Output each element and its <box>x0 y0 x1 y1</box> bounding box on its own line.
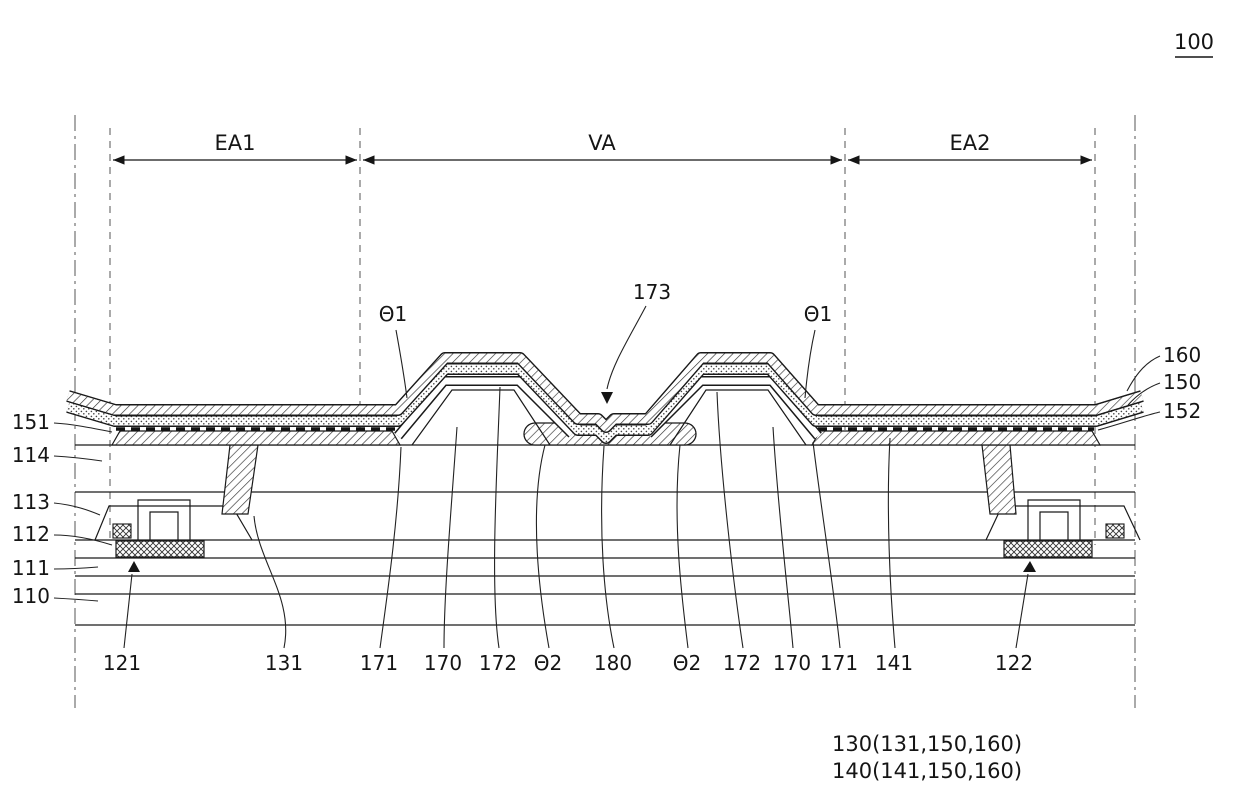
label-151: 151 <box>12 410 50 434</box>
tft-left-gate-notch <box>149 511 179 540</box>
leader-theta1-left <box>395 329 408 399</box>
label-170-left: 170 <box>424 651 462 675</box>
label-150: 150 <box>1163 370 1201 394</box>
tft-right-mesa <box>985 505 1141 541</box>
bank-core-left-170 <box>411 389 551 446</box>
bank-layer-left-fill <box>395 377 575 439</box>
leader-theta1-right <box>804 329 816 399</box>
leader-151 <box>53 422 113 433</box>
encap-150 <box>66 363 1144 444</box>
contact-131 <box>221 444 259 515</box>
leader-131 <box>253 515 287 649</box>
legend-line-1: 130(131,150,160) <box>832 732 1022 756</box>
arrowhead-122 <box>1023 561 1036 572</box>
pad-121 <box>115 540 205 558</box>
label-114: 114 <box>12 443 50 467</box>
label-theta2-right: Θ2 <box>673 651 701 675</box>
label-110: 110 <box>12 584 50 608</box>
tft-right-gate-notch <box>1039 511 1069 540</box>
leader-theta2-right <box>676 444 689 649</box>
leader-170-right <box>772 426 794 649</box>
tft-left-mesa <box>94 505 253 541</box>
bank-layer-left-172 <box>394 376 576 440</box>
leader-121 <box>123 573 133 649</box>
label-171-right: 171 <box>820 651 858 675</box>
electrode-151 <box>110 427 402 446</box>
contact-141 <box>981 444 1017 515</box>
label-171-left: 171 <box>360 651 398 675</box>
leader-theta2-left <box>535 444 550 649</box>
region-label-va: VA <box>588 131 616 155</box>
contact-141-body <box>981 444 1017 515</box>
label-141: 141 <box>875 651 913 675</box>
label-112: 112 <box>12 522 50 546</box>
label-111: 111 <box>12 556 50 580</box>
tft-left-gate-box <box>137 499 191 540</box>
leader-172-right <box>716 391 744 649</box>
contact-131-body <box>221 444 259 515</box>
legend-line-2: 140(141,150,160) <box>832 759 1022 783</box>
leader-150 <box>1127 382 1161 406</box>
label-theta1-right: Θ1 <box>804 302 832 326</box>
label-170-right: 170 <box>773 651 811 675</box>
encap-160-hatch <box>66 353 1144 432</box>
tft-left-via-plug <box>112 523 132 539</box>
leader-114 <box>53 455 103 462</box>
layer-stack-lines <box>75 444 1135 626</box>
label-152: 152 <box>1163 399 1201 423</box>
region-label-ea2: EA2 <box>950 131 991 155</box>
leader-173 <box>606 305 647 390</box>
label-172-right: 172 <box>723 651 761 675</box>
dimension-arrows: EA1 VA EA2 <box>113 131 1092 165</box>
leader-113 <box>53 502 101 516</box>
electrode-152 <box>810 427 1102 446</box>
label-173: 173 <box>633 280 671 304</box>
label-113: 113 <box>12 490 50 514</box>
leader-112 <box>53 534 113 546</box>
bank-core-right-170 <box>669 389 807 446</box>
figure-number: 100 <box>1174 30 1214 58</box>
leader-lines <box>53 305 1161 649</box>
label-theta1-left: Θ1 <box>379 302 407 326</box>
leader-122 <box>1015 573 1029 649</box>
label-122: 122 <box>995 651 1033 675</box>
arrowhead-173 <box>601 392 613 404</box>
label-theta2-left: Θ2 <box>534 651 562 675</box>
label-131: 131 <box>265 651 303 675</box>
tft-right-via-plug <box>1105 523 1125 539</box>
leader-171-left <box>379 446 402 649</box>
arrowhead-121 <box>128 561 140 572</box>
leader-172-left <box>494 386 501 649</box>
leader-141 <box>887 437 896 649</box>
tft-left <box>94 499 253 541</box>
label-160: 160 <box>1163 343 1201 367</box>
encap-150-dots <box>66 364 1144 443</box>
encap-160 <box>66 352 1144 433</box>
label-172-left: 172 <box>479 651 517 675</box>
leader-110 <box>53 597 99 602</box>
electrode-152-body <box>810 430 1102 446</box>
tft-right <box>985 499 1141 541</box>
region-label-ea1: EA1 <box>215 131 256 155</box>
tft-right-gate-box <box>1027 499 1081 540</box>
leader-171-right <box>812 441 841 649</box>
leader-152 <box>1097 411 1161 431</box>
legend-notes: 130(131,150,160) 140(141,150,160) <box>832 732 1022 783</box>
reference-labels: 173 Θ1 Θ1 160 150 152 151 114 113 112 11… <box>12 280 1201 675</box>
leader-170-left <box>443 426 458 649</box>
leader-180 <box>601 445 615 649</box>
leader-160 <box>1126 355 1161 392</box>
electrode-151-body <box>110 430 402 446</box>
leader-111 <box>53 566 99 570</box>
label-121: 121 <box>103 651 141 675</box>
pad-122 <box>1003 540 1093 558</box>
figure-number-text: 100 <box>1174 30 1214 54</box>
label-180: 180 <box>594 651 632 675</box>
